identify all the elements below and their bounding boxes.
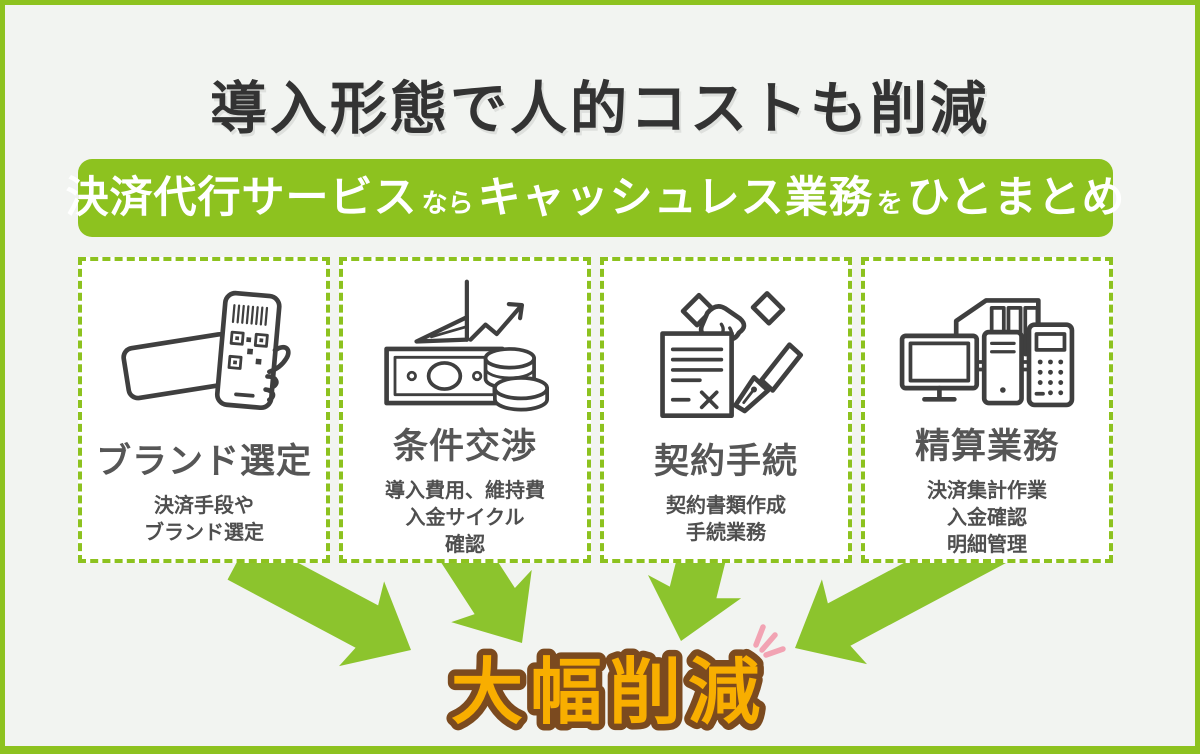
card-title: ブランド選定 <box>95 442 312 481</box>
money-graph-coins-icon <box>375 277 555 418</box>
card-description: 決済手段や ブランド選定 <box>144 495 264 544</box>
card-brand-selection: ブランド選定 決済手段や ブランド選定 <box>78 257 330 563</box>
card-negotiation: 条件交渉 導入費用、維持費 入金サイクル 確認 <box>339 257 591 563</box>
card-settlement: 精算業務 決済集計作業 入金確認 明細管理 <box>861 257 1113 563</box>
banner-text-segment: なら <box>421 188 474 218</box>
office-devices-icon <box>892 277 1082 418</box>
page-title: 導入形態で人的コストも削減 <box>210 77 990 141</box>
lead-banner: 決済代行サービス なら キャッシュレス業務 を ひとまとめ <box>66 159 1124 237</box>
task-cards-row: ブランド選定 決済手段や ブランド選定 <box>78 257 1113 563</box>
card-description: 導入費用、維持費 入金サイクル 確認 <box>385 480 545 556</box>
banner-text-segment: キャッシュレス業務 <box>477 174 873 222</box>
banner-text-segment: ひとまとめ <box>906 174 1126 222</box>
card-contract: 契約手続 契約書類作成 手続業務 <box>600 257 852 563</box>
card-title: 契約手続 <box>653 442 798 481</box>
card-title: 精算業務 <box>914 427 1059 466</box>
sparkle-icon <box>753 624 786 658</box>
payment-terminal-qr-icon <box>114 277 294 433</box>
card-title: 条件交渉 <box>392 427 537 466</box>
svg-text:大幅削減: 大幅削減 <box>451 653 767 733</box>
conclusion-text: 大幅削減 <box>444 647 767 740</box>
card-description: 決済集計作業 入金確認 明細管理 <box>927 480 1047 556</box>
contract-handshake-pen-icon <box>636 277 816 433</box>
card-description: 契約書類作成 手続業務 <box>666 495 786 544</box>
banner-text-segment: を <box>876 188 903 218</box>
banner-text-segment: 決済代行サービス <box>65 174 418 222</box>
